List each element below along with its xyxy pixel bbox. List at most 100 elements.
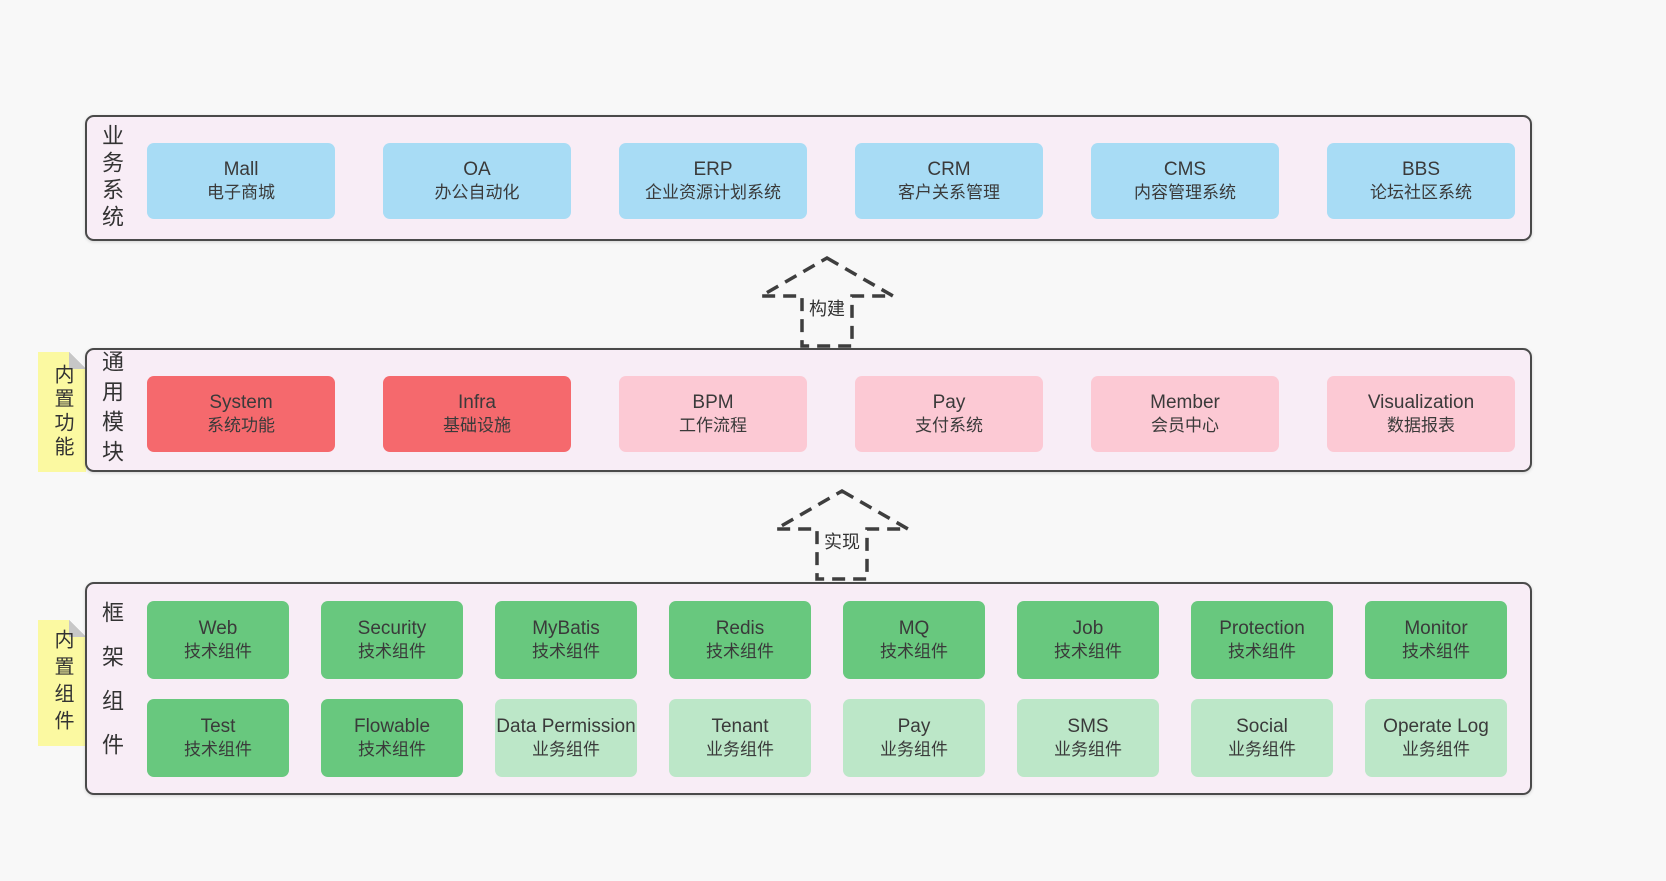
sticky-note-builtin-components: 内置组件 [38,620,86,746]
box-sms: SMS 业务组件 [1017,699,1159,777]
box-title: Member [1150,392,1220,414]
box-mq: MQ 技术组件 [843,601,985,679]
box-subtitle: 业务组件 [532,740,600,760]
box-social: Social 业务组件 [1191,699,1333,777]
folded-corner-icon [69,620,86,637]
box-test: Test 技术组件 [147,699,289,777]
up-arrow-icon [772,488,912,581]
box-subtitle: 业务组件 [1054,740,1122,760]
band-business-systems: 业务系统 Mall 电子商城 OA 办公自动化 ERP 企业资源计划系统 CRM… [85,115,1532,241]
arrow-implement: 实现 [772,488,912,582]
box-monitor: Monitor 技术组件 [1365,601,1507,679]
up-arrow-icon [757,255,897,348]
box-bpm: BPM 工作流程 [619,376,807,452]
box-subtitle: 企业资源计划系统 [645,183,781,203]
band-label-wrap: 通用模块 [99,350,124,470]
box-bbs: BBS 论坛社区系统 [1327,143,1515,219]
framework-box-row-2: Test 技术组件 Flowable 技术组件 Data Permission … [147,699,1507,777]
box-title: Operate Log [1383,716,1489,738]
box-mall: Mall 电子商城 [147,143,335,219]
box-title: Data Permission [496,716,636,738]
band-label-wrap: 框架组件 [99,584,124,793]
business-box-row: Mall 电子商城 OA 办公自动化 ERP 企业资源计划系统 CRM 客户关系… [147,143,1515,219]
box-subtitle: 数据报表 [1387,416,1455,436]
box-redis: Redis 技术组件 [669,601,811,679]
box-title: CRM [927,159,971,181]
box-subtitle: 技术组件 [1402,642,1470,662]
box-member: Member 会员中心 [1091,376,1279,452]
box-protection: Protection 技术组件 [1191,601,1333,679]
box-subtitle: 业务组件 [706,740,774,760]
box-title: Social [1236,716,1288,738]
box-subtitle: 业务组件 [1228,740,1296,760]
box-subtitle: 技术组件 [184,642,252,662]
box-subtitle: 技术组件 [1228,642,1296,662]
box-subtitle: 内容管理系统 [1134,183,1236,203]
box-subtitle: 技术组件 [184,740,252,760]
box-tenant: Tenant 业务组件 [669,699,811,777]
box-title: Monitor [1404,618,1468,640]
box-subtitle: 技术组件 [880,642,948,662]
band-framework-components: 框架组件 Web 技术组件 Security 技术组件 MyBatis 技术组件… [85,582,1532,795]
box-subtitle: 技术组件 [706,642,774,662]
box-operate-log: Operate Log 业务组件 [1365,699,1507,777]
sticky-builtin-features-label: 内置功能 [51,364,73,460]
box-title: CMS [1163,159,1207,181]
sticky-builtin-components-label: 内置组件 [51,629,73,737]
box-title: OA [463,159,491,181]
sticky-label-wrap: 内置组件 [38,620,86,746]
box-subtitle: 业务组件 [1402,740,1470,760]
band-common-modules: 通用模块 System 系统功能 Infra 基础设施 BPM 工作流程 Pay… [85,348,1532,472]
arrow-implement-label: 实现 [821,528,863,554]
box-subtitle: 基础设施 [443,416,511,436]
box-title: ERP [693,159,733,181]
box-system: System 系统功能 [147,376,335,452]
box-subtitle: 客户关系管理 [898,183,1000,203]
box-title: Test [200,716,236,738]
box-subtitle: 电子商城 [207,183,275,203]
band-common-label: 通用模块 [99,350,124,470]
box-subtitle: 技术组件 [532,642,600,662]
box-title: BBS [1401,159,1441,181]
band-business-label: 业务系统 [99,124,124,232]
box-title: SMS [1067,716,1109,738]
box-flowable: Flowable 技术组件 [321,699,463,777]
box-subtitle: 技术组件 [1054,642,1122,662]
sticky-label-wrap: 内置功能 [38,352,86,472]
box-subtitle: 会员中心 [1151,416,1219,436]
box-title: Flowable [353,716,431,738]
box-title: Pay [932,392,966,414]
box-subtitle: 技术组件 [358,740,426,760]
box-title: Mall [223,159,259,181]
box-title: Web [198,618,238,640]
box-title: MQ [898,618,930,640]
box-cms: CMS 内容管理系统 [1091,143,1279,219]
box-title: MyBatis [532,618,600,640]
sticky-note-builtin-features: 内置功能 [38,352,86,472]
box-title: Infra [457,392,497,414]
box-title: Pay [897,716,931,738]
box-visualization: Visualization 数据报表 [1327,376,1515,452]
box-subtitle: 系统功能 [207,416,275,436]
box-title: System [209,392,273,414]
box-subtitle: 支付系统 [915,416,983,436]
box-subtitle: 办公自动化 [434,183,520,203]
box-title: Visualization [1367,392,1475,414]
arrow-build-label: 构建 [806,295,848,321]
box-subtitle: 工作流程 [679,416,747,436]
box-title: Redis [715,618,765,640]
box-title: Protection [1219,618,1305,640]
box-subtitle: 技术组件 [358,642,426,662]
box-job: Job 技术组件 [1017,601,1159,679]
box-erp: ERP 企业资源计划系统 [619,143,807,219]
box-pay-module: Pay 支付系统 [855,376,1043,452]
box-subtitle: 业务组件 [880,740,948,760]
arrow-build: 构建 [757,255,897,349]
box-infra: Infra 基础设施 [383,376,571,452]
band-framework-label: 框架组件 [99,600,124,777]
box-title: Job [1072,618,1104,640]
box-mybatis: MyBatis 技术组件 [495,601,637,679]
framework-box-row-1: Web 技术组件 Security 技术组件 MyBatis 技术组件 Redi… [147,601,1507,679]
box-pay-component: Pay 业务组件 [843,699,985,777]
box-web: Web 技术组件 [147,601,289,679]
